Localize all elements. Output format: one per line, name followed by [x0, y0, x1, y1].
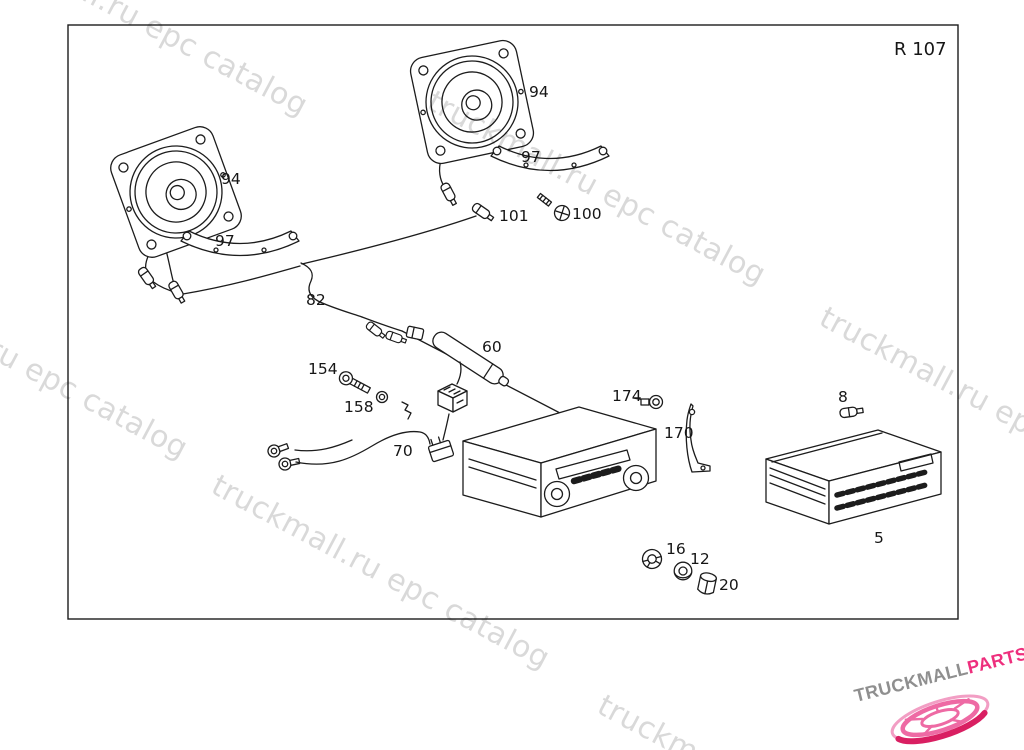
label-speaker-right: 94 [529, 83, 549, 101]
label-speaker-left: 94 [221, 170, 241, 188]
logo-text: TRUCKMALLPARTS [852, 643, 1024, 706]
site-logo: TRUCKMALLPARTS [852, 643, 1024, 745]
bulb-socket-174 [632, 394, 664, 410]
connector-block [437, 383, 468, 413]
support-bracket-170 [685, 403, 711, 473]
knob-20 [697, 572, 717, 595]
logo-text-accent: PARTS [965, 643, 1024, 677]
label-radio-5: 5 [874, 529, 884, 547]
bracket-right [490, 145, 610, 172]
artwork [106, 37, 942, 595]
label-screw-100: 100 [572, 205, 602, 223]
bulb-8 [839, 406, 864, 419]
label-plug-101: 101 [499, 207, 529, 225]
label-screw-154: 154 [308, 360, 338, 378]
plug-101 [470, 201, 496, 224]
label-socket-174: 174 [612, 387, 642, 405]
label-cable-70: 70 [393, 442, 413, 460]
radio-head-unit [462, 406, 657, 518]
diagram-border [67, 24, 959, 620]
label-bracket-left: 97 [215, 232, 235, 250]
washer-16 [641, 548, 663, 570]
connector-lower [427, 436, 455, 463]
bracket-screw-100 [536, 192, 571, 222]
antenna-rod [432, 331, 510, 387]
label-washer-12: 12 [690, 550, 710, 568]
logo-wheel-icon [890, 694, 990, 745]
label-bracket-right: 97 [521, 148, 541, 166]
nut-158 [375, 390, 389, 404]
label-bulb-8: 8 [838, 388, 848, 406]
label-bracket-170: 170 [664, 424, 694, 442]
cable-70 [267, 361, 468, 471]
speaker-right [407, 37, 537, 167]
drawing-number: R 107 [894, 39, 947, 60]
screw-154 [338, 371, 371, 394]
label-knob-20: 20 [719, 576, 739, 594]
washer-12 [673, 561, 693, 581]
radio-unit-5 [765, 429, 942, 525]
label-rod-60: 60 [482, 338, 502, 356]
label-washer-16: 16 [666, 540, 686, 558]
label-harness-82: 82 [306, 291, 326, 309]
bracket-left [180, 230, 300, 257]
label-nut-158: 158 [344, 398, 374, 416]
